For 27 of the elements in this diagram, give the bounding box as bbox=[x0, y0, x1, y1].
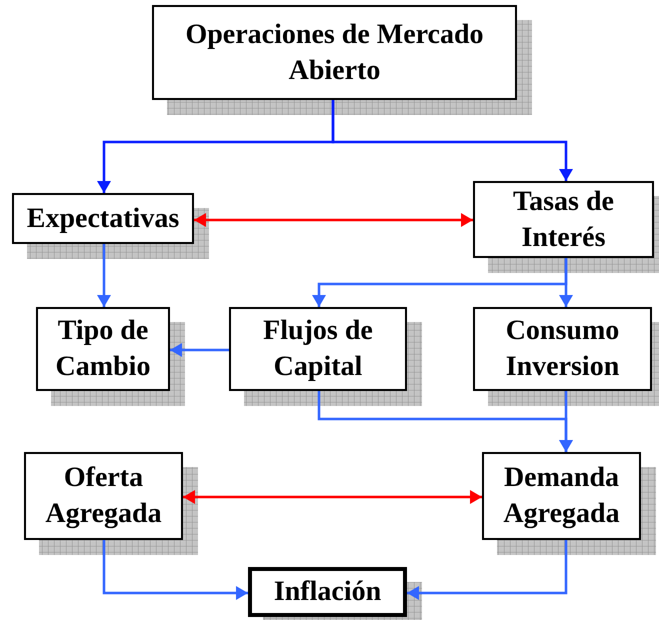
process-box bbox=[248, 567, 407, 617]
arrow bbox=[183, 490, 482, 504]
node-label: Tipo de Cambio bbox=[54, 314, 152, 384]
node-label: Flujos de Capital bbox=[262, 314, 374, 384]
process-box bbox=[12, 193, 194, 244]
process-box bbox=[152, 5, 517, 100]
node-label: Oferta Agregada bbox=[44, 461, 163, 531]
arrow bbox=[559, 391, 573, 452]
process-box bbox=[36, 307, 170, 391]
arrow bbox=[407, 540, 568, 600]
node-label: Operaciones de Mercado Abierto bbox=[184, 18, 485, 88]
process-box bbox=[24, 452, 183, 540]
process-box bbox=[473, 181, 654, 258]
node-label: Tasas de Interés bbox=[512, 184, 615, 254]
node-label: Consumo Inversion bbox=[504, 314, 620, 384]
node-label: Expectativas bbox=[26, 202, 180, 236]
arrow bbox=[194, 213, 473, 227]
node-label: Inflación bbox=[274, 575, 382, 609]
arrow bbox=[97, 244, 111, 307]
process-box bbox=[482, 452, 641, 540]
arrow bbox=[559, 258, 573, 307]
node-label: Demanda Agregada bbox=[502, 461, 621, 531]
arrow bbox=[332, 100, 573, 181]
arrow bbox=[170, 343, 229, 357]
process-box bbox=[473, 307, 652, 391]
process-box bbox=[229, 307, 407, 391]
arrow bbox=[102, 540, 248, 600]
